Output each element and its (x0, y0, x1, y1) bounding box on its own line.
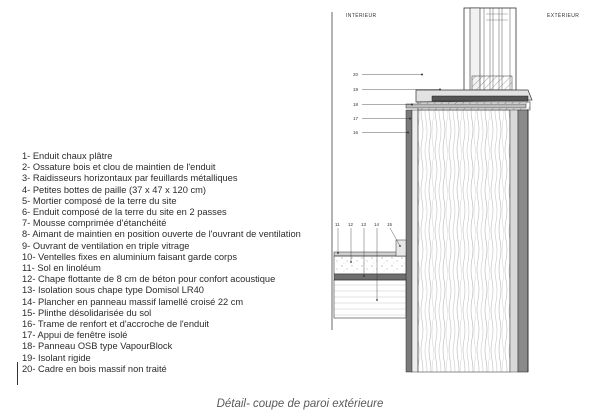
interior-label: INTÉRIEUR (346, 12, 377, 19)
legend-item: 6- Enduit composé de la terre du site en… (22, 207, 227, 218)
legend-item: 19- Isolant rigide (22, 352, 91, 363)
legend-item: 18- Panneau OSB type VapourBlock (22, 341, 173, 352)
callout-11: 11 (335, 222, 340, 227)
legend-item: 16- Trame de renfort et d'accroche de l'… (22, 319, 210, 330)
callout-19: 19 (353, 87, 359, 92)
callout-13: 13 (361, 222, 367, 227)
exterior-render-outer (517, 109, 529, 373)
legend-item: 14- Plancher en panneau massif lamellé c… (22, 296, 244, 307)
callout-18: 18 (353, 102, 359, 107)
figure-caption: Détail- coupe de paroi extérieure (216, 398, 384, 410)
callout-17: 17 (353, 116, 359, 121)
legend-item: 7- Mousse comprimée d'étanchéité (22, 218, 167, 229)
exterior-label: EXTÉRIEUR (547, 12, 579, 19)
legend-item: 5- Mortier composé de la terre du site (22, 195, 177, 206)
legend-item: 2- Ossature bois et clou de maintien de … (22, 162, 216, 173)
text-cursor (17, 362, 18, 385)
callout-15: 15 (387, 222, 393, 227)
legend-item: 15- Plinthe désolidarisée du sol (22, 307, 152, 318)
callout-12: 12 (348, 222, 354, 227)
callout-14: 14 (374, 222, 380, 227)
window-sill (405, 89, 533, 111)
legend-list: 1- Enduit chaux plâtre 2- Ossature bois … (22, 151, 301, 375)
legend-item: 3- Raidisseurs horizontaux par feuillard… (22, 173, 238, 184)
right-callouts: 20 19 18 17 16 (353, 72, 441, 135)
floor-assembly (333, 239, 407, 319)
legend-item: 4- Petites bottes de paille (37 x 47 x 1… (22, 184, 206, 195)
exterior-render-inner (509, 109, 519, 373)
window-frame (463, 7, 517, 97)
legend-item: 8- Aimant de maintien en position ouvert… (22, 229, 301, 240)
timber-post (411, 109, 419, 373)
legend-item: 13- Isolation sous chape type Domisol LR… (22, 285, 204, 296)
legend-item: 17- Appui de fenêtre isolé (22, 330, 128, 341)
legend-item: 11- Sol en linoléum (22, 263, 101, 274)
legend-item: 12- Chape flottante de 8 cm de béton pou… (22, 274, 276, 285)
legend-item: 9- Ouvrant de ventilation en triple vitr… (22, 240, 190, 251)
straw-bale-core (417, 109, 511, 373)
callout-20: 20 (353, 72, 359, 77)
interior-plaster (405, 109, 413, 373)
legend-item: 1- Enduit chaux plâtre (22, 151, 113, 161)
callout-16: 16 (353, 130, 359, 135)
floor-callouts: 11 12 13 14 15 (335, 222, 401, 301)
legend-item: 10- Ventelles fixes en aluminium faisant… (22, 251, 237, 262)
legend-item: 20- Cadre en bois massif non traité (22, 363, 167, 374)
